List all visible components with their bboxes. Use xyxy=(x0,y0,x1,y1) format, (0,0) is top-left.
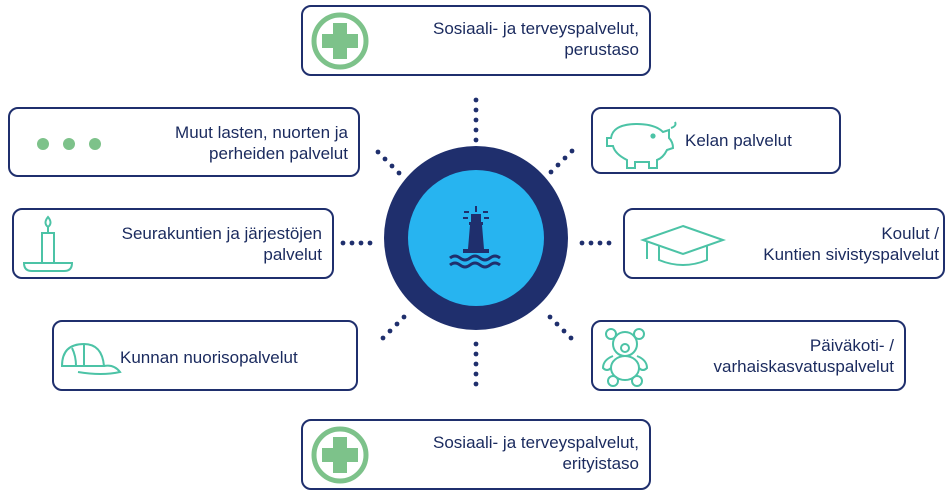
node-label-line1: Sosiaali- ja terveyspalvelut, xyxy=(433,19,639,38)
graduation-cap-icon xyxy=(639,224,727,266)
ellipsis-icon xyxy=(37,138,101,150)
lighthouse-icon xyxy=(449,206,501,269)
medical-cross-icon xyxy=(311,426,369,484)
candle-icon xyxy=(22,215,74,272)
node-label-line1: Muut lasten, nuorten ja xyxy=(175,123,348,142)
node-label-line1: Kelan palvelut xyxy=(685,131,792,150)
piggy-bank-icon xyxy=(606,121,677,169)
node-sote-special: Sosiaali- ja terveyspalvelut, erityistas… xyxy=(301,419,651,490)
node-label-line1: Päiväkoti- / xyxy=(809,336,894,355)
node-label-line2: perustaso xyxy=(564,40,639,59)
baseball-cap-icon xyxy=(60,342,122,375)
node-kela: Kelan palvelut xyxy=(591,107,841,174)
node-label-line1: Sosiaali- ja terveyspalvelut, xyxy=(433,433,639,452)
node-label-line1: Seurakuntien ja järjestöjen xyxy=(121,224,322,243)
node-label-line1: Koulut / xyxy=(881,224,939,243)
node-daycare: Päiväkoti- / varhaiskasvatuspalvelut xyxy=(591,320,906,391)
center-circle xyxy=(384,146,568,330)
node-label-line2: perheiden palvelut xyxy=(209,144,348,163)
node-sote-basic: Sosiaali- ja terveyspalvelut, perustaso xyxy=(301,5,651,76)
node-schools: Koulut / Kuntien sivistyspalvelut xyxy=(623,208,945,279)
node-parishes: Seurakuntien ja järjestöjen palvelut xyxy=(12,208,334,279)
node-label-line2: palvelut xyxy=(263,245,322,264)
node-label-line2: Kuntien sivistyspalvelut xyxy=(763,245,939,264)
node-label-line1: Kunnan nuorisopalvelut xyxy=(120,348,298,367)
center-inner-circle xyxy=(408,170,544,306)
node-label-line2: varhaiskasvatuspalvelut xyxy=(713,357,894,376)
medical-cross-icon xyxy=(311,12,369,70)
node-other: Muut lasten, nuorten ja perheiden palvel… xyxy=(8,107,360,177)
teddy-bear-icon xyxy=(601,328,649,387)
node-youth: Kunnan nuorisopalvelut xyxy=(52,320,358,391)
node-label-line2: erityistaso xyxy=(562,454,639,473)
